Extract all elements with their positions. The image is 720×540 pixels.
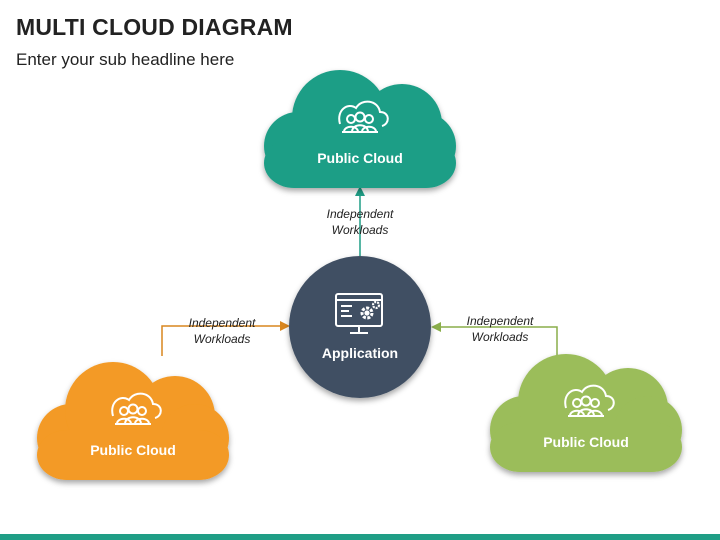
connector-top <box>355 186 365 256</box>
workload-label-right-line2: Workloads <box>472 330 529 344</box>
connector-left-arrow <box>280 321 290 331</box>
application-label: Application <box>322 345 398 361</box>
cloud-right: Public Cloud <box>490 354 682 472</box>
page-subtitle: Enter your sub headline here <box>16 50 235 69</box>
cloud-right-label: Public Cloud <box>543 434 629 450</box>
page-title: MULTI CLOUD DIAGRAM <box>16 14 293 40</box>
monitor-gear-icon <box>335 293 383 334</box>
connector-top-arrow <box>355 186 365 196</box>
connector-right <box>431 322 558 356</box>
connector-right-line <box>438 326 558 356</box>
workload-label-left: Independent Workloads <box>189 316 256 346</box>
footer-bar <box>0 534 720 540</box>
connector-left-line <box>161 325 284 356</box>
cloud-left-shape <box>37 362 229 480</box>
application-node: Application <box>289 256 431 398</box>
workload-label-left-line2: Workloads <box>194 332 251 346</box>
workload-label-top-line1: Independent <box>327 207 394 221</box>
workload-label-right: Independent Workloads <box>467 314 534 344</box>
workload-label-left-line1: Independent <box>189 316 256 330</box>
cloud-top-label: Public Cloud <box>317 150 403 166</box>
cloud-left-label: Public Cloud <box>90 442 176 458</box>
cloud-top-shape <box>264 70 456 188</box>
connector-right-arrow <box>431 322 441 332</box>
workload-label-right-line1: Independent <box>467 314 534 328</box>
connector-left <box>161 321 290 356</box>
cloud-top: Public Cloud <box>264 70 456 188</box>
workload-label-top-line2: Workloads <box>332 223 389 237</box>
cloud-right-shape <box>490 354 682 472</box>
workload-label-top: Independent Workloads <box>327 207 394 237</box>
cloud-left: Public Cloud <box>37 362 229 480</box>
